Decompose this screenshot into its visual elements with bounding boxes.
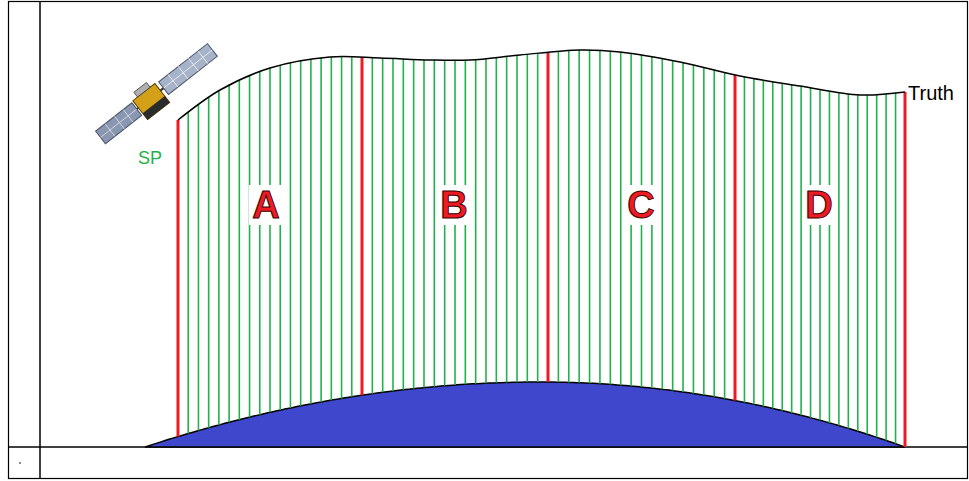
green-line bbox=[516, 55, 518, 382]
green-line bbox=[310, 59, 312, 404]
red-line bbox=[904, 92, 907, 447]
green-line bbox=[208, 97, 210, 427]
green-line bbox=[341, 57, 343, 399]
green-line bbox=[589, 50, 591, 383]
green-line bbox=[331, 57, 333, 400]
green-line bbox=[682, 63, 684, 392]
dot bbox=[19, 462, 21, 464]
solar-panel bbox=[96, 103, 142, 144]
green-line bbox=[392, 58, 394, 391]
green-line bbox=[537, 53, 539, 382]
green-line bbox=[848, 94, 850, 428]
region-letter: C bbox=[624, 185, 657, 225]
green-line bbox=[810, 88, 812, 418]
green-line bbox=[475, 60, 477, 384]
vertical-axis bbox=[39, 2, 41, 478]
green-line bbox=[876, 95, 878, 438]
region-letter: B bbox=[437, 185, 470, 225]
curve-label: Truth bbox=[908, 83, 954, 103]
green-line bbox=[885, 94, 887, 441]
red-line bbox=[547, 52, 550, 382]
green-line bbox=[413, 59, 415, 388]
panel-grid bbox=[101, 109, 137, 137]
green-line bbox=[713, 70, 715, 397]
green-line bbox=[819, 90, 821, 421]
red-line bbox=[177, 120, 180, 437]
panel-grid bbox=[164, 50, 213, 88]
green-line bbox=[290, 63, 292, 408]
green-line bbox=[753, 79, 755, 405]
green-line bbox=[496, 58, 498, 383]
green-line bbox=[610, 51, 612, 384]
green-line bbox=[703, 67, 705, 395]
satellite-base bbox=[143, 96, 170, 120]
green-line bbox=[320, 58, 322, 402]
frame bbox=[9, 2, 968, 479]
green-line bbox=[351, 57, 353, 397]
green-line bbox=[279, 65, 281, 410]
green-line bbox=[781, 83, 783, 410]
red-lines bbox=[178, 52, 905, 447]
green-line bbox=[239, 80, 241, 420]
green-line bbox=[599, 50, 601, 383]
green-line bbox=[558, 51, 560, 382]
green-line bbox=[568, 50, 570, 382]
green-line bbox=[249, 75, 251, 417]
satellite-top bbox=[134, 82, 150, 97]
green-line bbox=[791, 85, 793, 413]
region-letter: D bbox=[802, 185, 835, 225]
green-line bbox=[372, 58, 374, 394]
green-line bbox=[800, 86, 802, 415]
green-line bbox=[187, 112, 189, 434]
green-line bbox=[403, 59, 405, 390]
green-line bbox=[269, 68, 271, 412]
green-line bbox=[693, 65, 695, 393]
green-line bbox=[724, 73, 726, 399]
green-line bbox=[259, 71, 261, 414]
green-line bbox=[485, 59, 487, 383]
region-letter: A bbox=[249, 185, 282, 225]
green-line bbox=[578, 50, 580, 383]
green-line bbox=[838, 93, 840, 426]
green-line bbox=[218, 91, 220, 425]
green-line bbox=[857, 95, 859, 431]
green-lines bbox=[188, 50, 895, 444]
green-line bbox=[527, 54, 529, 382]
green-line bbox=[620, 52, 622, 385]
green-line bbox=[866, 95, 868, 434]
green-line bbox=[382, 58, 384, 392]
green-line bbox=[506, 56, 508, 382]
truth-curve bbox=[178, 50, 905, 120]
solar-panel bbox=[159, 44, 218, 95]
green-line bbox=[198, 105, 200, 431]
green-line bbox=[228, 85, 230, 422]
green-line bbox=[672, 61, 674, 391]
red-line bbox=[734, 75, 737, 401]
green-line bbox=[434, 60, 436, 387]
green-line bbox=[763, 80, 765, 406]
green-line bbox=[300, 61, 302, 406]
green-line bbox=[661, 59, 663, 390]
red-line bbox=[361, 57, 364, 395]
green-line bbox=[895, 93, 897, 444]
green-line bbox=[744, 77, 746, 403]
green-line bbox=[772, 82, 774, 409]
satellite-label: SP bbox=[138, 149, 162, 167]
green-line bbox=[829, 91, 831, 423]
green-line bbox=[423, 60, 425, 388]
satellite-icon bbox=[91, 38, 221, 149]
